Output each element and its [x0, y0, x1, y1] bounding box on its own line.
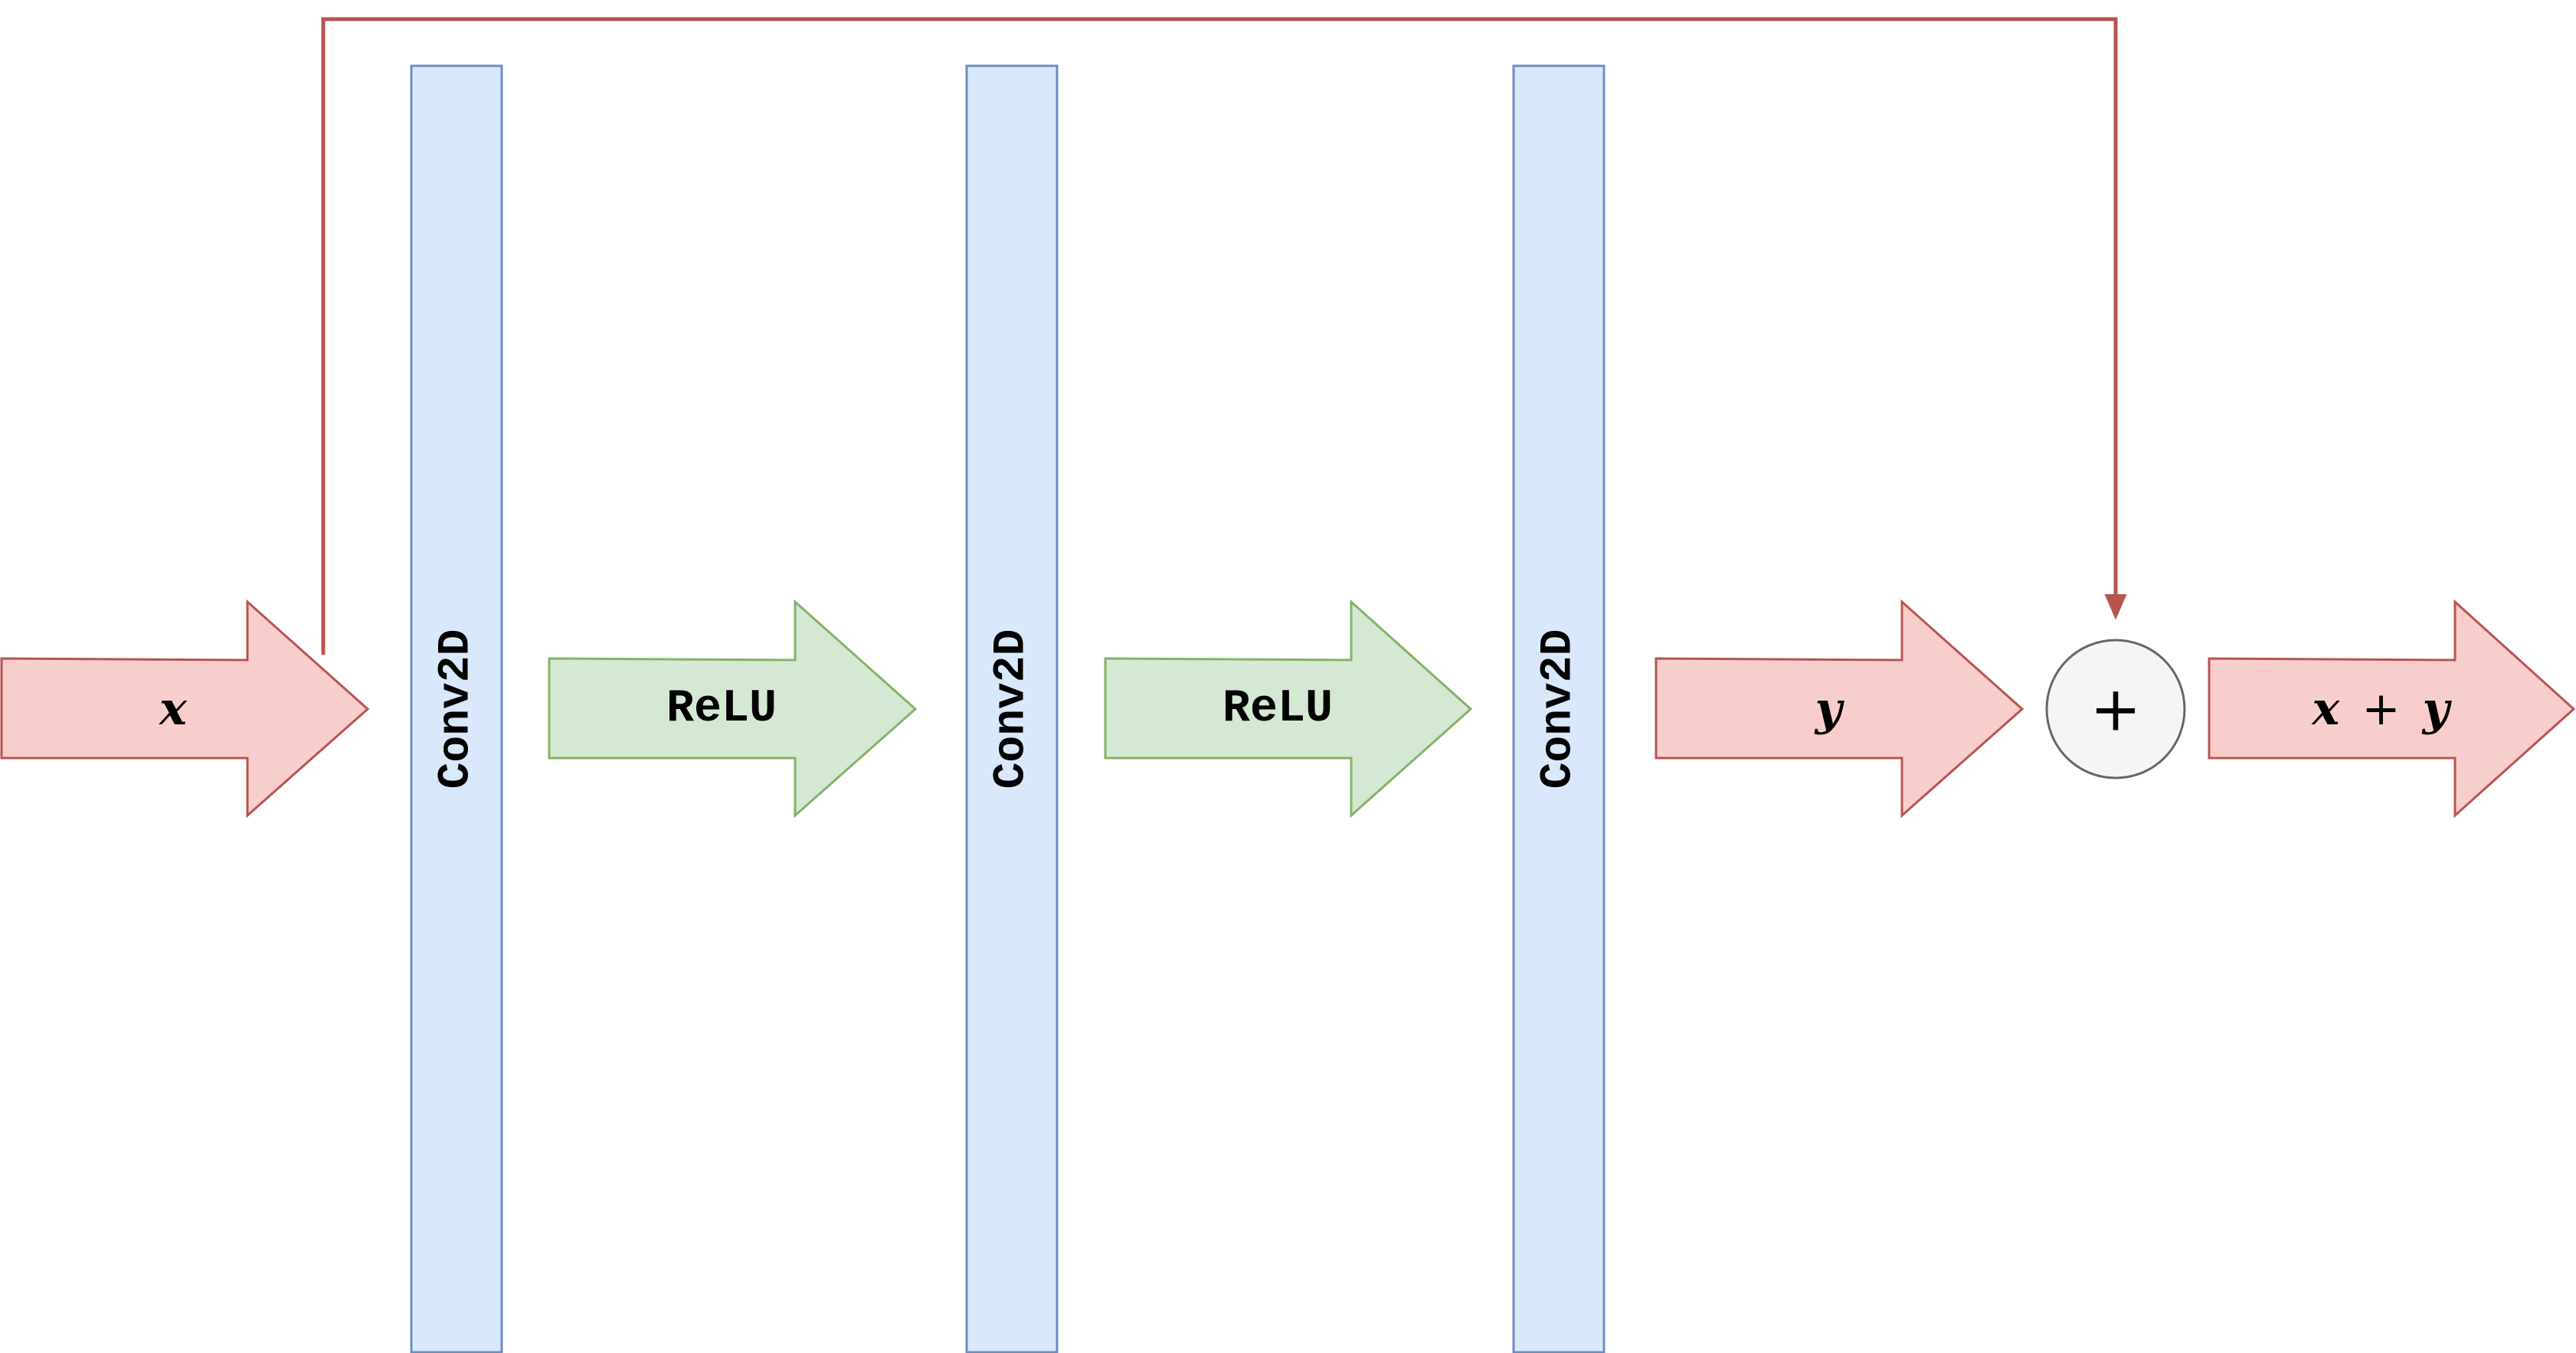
conv2d-layer-3-label: Conv2D — [1534, 629, 1584, 789]
sum-node-circle — [2045, 639, 2186, 779]
input-arrow-shape — [0, 599, 370, 819]
output-y-arrow-shape — [1655, 599, 2024, 819]
conv2d-layer-1-box — [410, 64, 503, 1353]
output-y-label: y — [1814, 682, 1845, 736]
relu-arrow-2-shape — [1104, 599, 1473, 819]
input-arrow: x — [0, 599, 370, 819]
conv2d-layer-2: Conv2D — [965, 64, 1059, 1353]
conv2d-layer-3: Conv2D — [1512, 64, 1605, 1353]
conv2d-layer-3-box — [1512, 64, 1605, 1353]
skip-connection — [321, 17, 2127, 655]
relu-arrow-2: ReLU — [1104, 599, 1473, 819]
conv2d-layer-1: Conv2D — [410, 64, 503, 1353]
output-y-arrow: y — [1655, 599, 2024, 819]
result-arrow: x + y — [2208, 599, 2576, 819]
relu-arrow-1: ReLU — [548, 599, 918, 819]
conv2d-layer-2-label: Conv2D — [987, 629, 1037, 789]
result-label-x: x — [2311, 682, 2341, 736]
result-label: x + y — [2311, 682, 2453, 736]
result-arrow-shape — [2208, 599, 2576, 819]
conv2d-layer-1-label: Conv2D — [432, 629, 482, 789]
sum-node: + — [2045, 639, 2186, 779]
skip-connection-arrowhead — [2104, 594, 2127, 620]
conv2d-layer-2-box — [965, 64, 1059, 1353]
sum-node-symbol: + — [2090, 674, 2141, 745]
relu-arrow-1-shape — [548, 599, 918, 819]
relu-arrow-2-label: ReLU — [1223, 683, 1333, 735]
relu-arrow-1-label: ReLU — [666, 683, 777, 735]
result-label-y: y — [2421, 682, 2453, 736]
result-label-operator: + — [2362, 682, 2400, 736]
skip-connection-line — [321, 17, 2118, 655]
input-label: x — [158, 682, 188, 736]
